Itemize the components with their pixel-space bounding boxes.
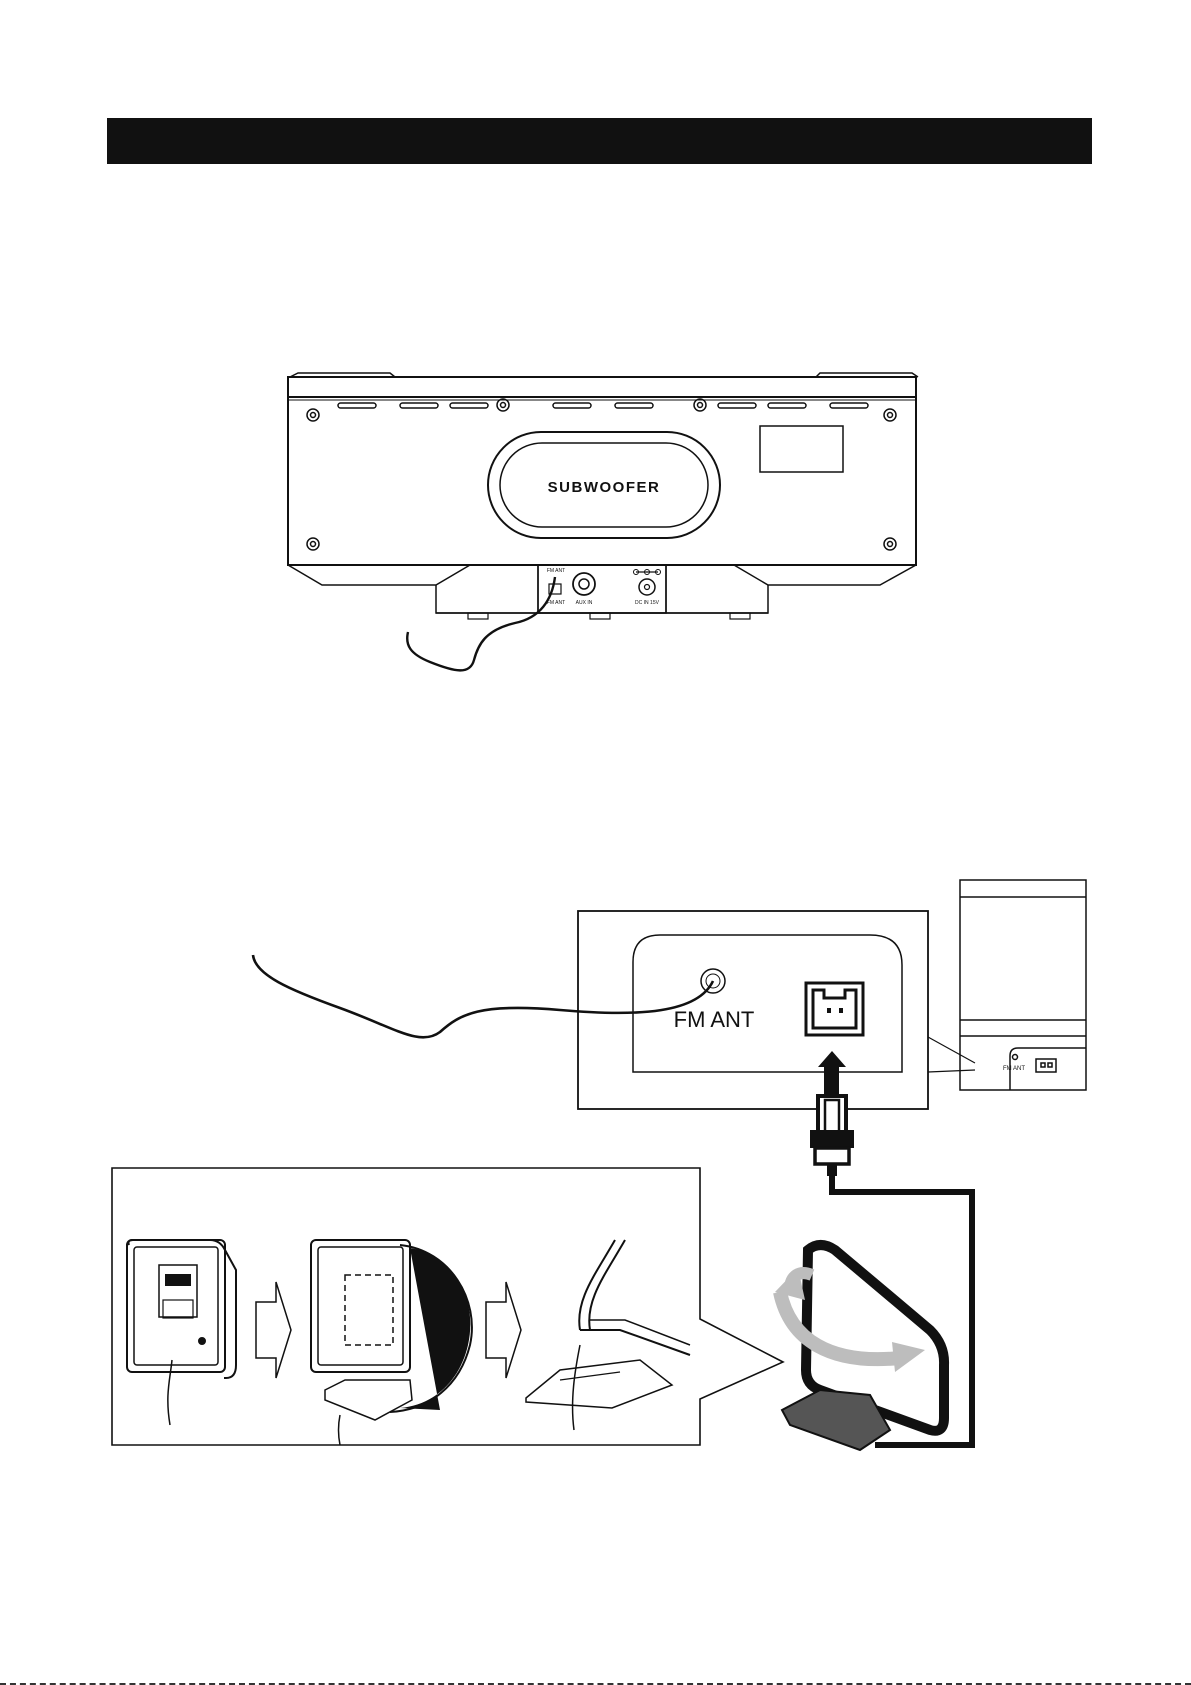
unit-rear-view bbox=[288, 373, 918, 670]
loop-antenna-assembly-box bbox=[112, 1168, 783, 1445]
subwoofer-label: SUBWOOFER bbox=[548, 479, 661, 496]
dc-in-jack bbox=[639, 579, 655, 595]
dc-in-jack-label: DC IN 15V bbox=[635, 600, 660, 606]
zoom-fm-ant-label: FM ANT bbox=[674, 1007, 755, 1032]
fm-ant-jack-label-top: FM ANT bbox=[547, 568, 565, 574]
assembly-step-1 bbox=[127, 1240, 236, 1425]
side-fm-ant-label: FM ANT bbox=[1003, 1066, 1025, 1072]
fm-wire-antenna-bottom bbox=[253, 955, 713, 1037]
assembly-step-2 bbox=[311, 1240, 472, 1445]
fm-ant-zoom-callout bbox=[578, 911, 975, 1109]
step-arrow-1 bbox=[256, 1282, 291, 1378]
vent-slots bbox=[338, 403, 868, 408]
fm-ant-jack-label-bottom: FM ANT bbox=[547, 600, 565, 606]
fm-wire-antenna-top bbox=[407, 577, 555, 670]
unit-side-view bbox=[960, 880, 1086, 1090]
am-loop-antenna bbox=[775, 1245, 944, 1450]
rating-label-plate bbox=[760, 426, 843, 472]
aux-in-jack-label: AUX IN bbox=[576, 600, 593, 606]
step-arrow-2 bbox=[486, 1282, 521, 1378]
insert-arrow bbox=[818, 1051, 846, 1095]
aux-in-jack bbox=[573, 573, 595, 595]
unit-top-edge bbox=[288, 377, 916, 397]
assembly-step-3 bbox=[526, 1240, 690, 1430]
